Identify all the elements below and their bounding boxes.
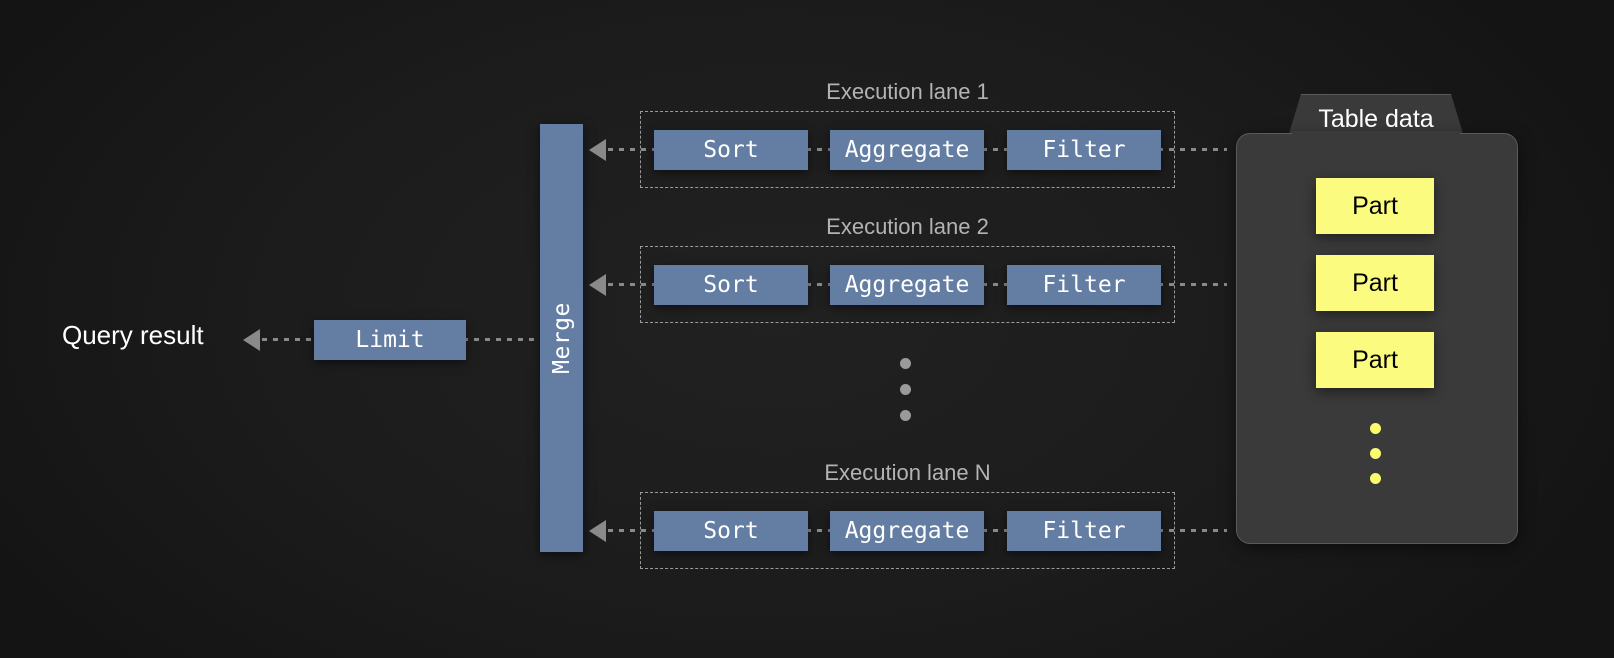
lane-n-stage-filter-label: Filter xyxy=(1042,518,1126,544)
lane-2-stage-aggregate-label: Aggregate xyxy=(844,272,970,298)
lane-2-stage-sort-label: Sort xyxy=(703,272,759,298)
lane-1-stage-sort-label: Sort xyxy=(703,137,759,163)
merge-operator-label: Merge xyxy=(548,302,575,374)
lane-2-title: Execution lane 2 xyxy=(826,214,989,239)
table-data-ellipsis-dot xyxy=(1370,423,1381,434)
lane-1-stage-filter-label: Filter xyxy=(1042,137,1126,163)
lane-1-title: Execution lane 1 xyxy=(826,79,989,104)
lane-2-stage-sort[interactable]: Sort xyxy=(654,265,808,305)
lane-1-stage-sort[interactable]: Sort xyxy=(654,130,808,170)
lane-2-stage-filter-label: Filter xyxy=(1042,272,1126,298)
lane-n-stage-sort-label: Sort xyxy=(703,518,759,544)
table-data-title: Table data xyxy=(1318,105,1434,133)
table-data-part-2[interactable]: Part xyxy=(1316,255,1434,311)
lane-2-stage-aggregate[interactable]: Aggregate xyxy=(830,265,984,305)
table-data-part-1-label: Part xyxy=(1352,191,1398,220)
limit-operator-box[interactable]: Limit xyxy=(314,320,466,360)
lane-n-stage-filter[interactable]: Filter xyxy=(1007,511,1161,551)
query-result-arrow-icon xyxy=(243,329,260,351)
lane-n-stage-aggregate-label: Aggregate xyxy=(844,518,970,544)
table-data-part-1[interactable]: Part xyxy=(1316,178,1434,234)
table-data-part-2-label: Part xyxy=(1352,268,1398,297)
lane-2-arrow-icon xyxy=(589,274,606,296)
lane-ellipsis-dot xyxy=(900,410,911,421)
lane-1-stage-aggregate-label: Aggregate xyxy=(844,137,970,163)
lane-n-stage-sort[interactable]: Sort xyxy=(654,511,808,551)
lane-1-arrow-icon xyxy=(589,139,606,161)
lane-ellipsis-dot xyxy=(900,384,911,395)
connector-limit-to-result xyxy=(262,338,320,341)
merge-operator-bar[interactable]: Merge xyxy=(540,124,583,552)
lane-ellipsis xyxy=(900,358,911,436)
lane-n-title: Execution lane N xyxy=(824,460,991,485)
table-data-tab-seam xyxy=(1292,131,1460,138)
lane-ellipsis-dot xyxy=(900,358,911,369)
table-data-ellipsis-dot xyxy=(1370,448,1381,459)
lane-n-arrow-icon xyxy=(589,520,606,542)
table-data-part-3-label: Part xyxy=(1352,345,1398,374)
lane-n-stage-aggregate[interactable]: Aggregate xyxy=(830,511,984,551)
lane-2-stage-filter[interactable]: Filter xyxy=(1007,265,1161,305)
table-data-part-3[interactable]: Part xyxy=(1316,332,1434,388)
lane-1-stage-aggregate[interactable]: Aggregate xyxy=(830,130,984,170)
lane-1-stage-filter[interactable]: Filter xyxy=(1007,130,1161,170)
limit-operator-label: Limit xyxy=(355,327,425,353)
table-data-ellipsis-dot xyxy=(1370,473,1381,484)
table-data-ellipsis xyxy=(1370,423,1381,498)
query-result-label: Query result xyxy=(62,320,204,350)
